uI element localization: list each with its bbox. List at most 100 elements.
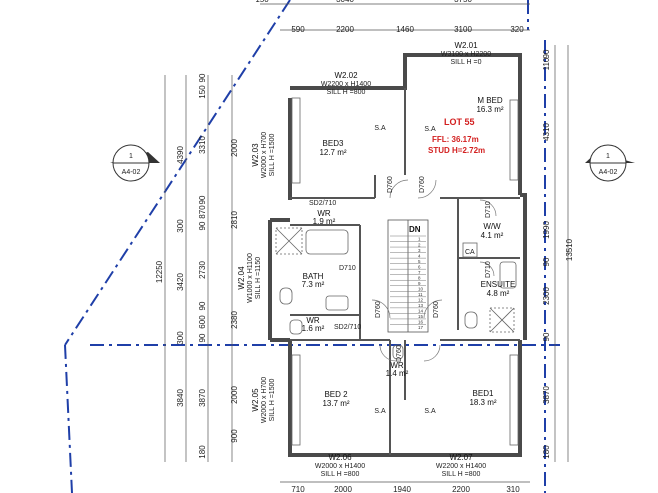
dim-right: 90 <box>542 332 551 341</box>
dim-left-mid: 90 <box>198 195 207 204</box>
dim-left-inner: 2380 <box>230 311 239 329</box>
smoke-alarm-label: S.A <box>374 408 386 415</box>
dim-top2: 590 <box>291 25 305 34</box>
site-boundary <box>64 0 560 493</box>
door-label: D710 <box>485 261 492 278</box>
smoke-alarm-label: S.A <box>424 408 436 415</box>
lot-ffl: FFL: 36.17m <box>432 135 479 144</box>
dim-left-mid: 180 <box>198 445 207 459</box>
dim-right: 90 <box>542 257 551 266</box>
door-labels: D760 D760 SD2/710 D710 D760 SD2/710 D760… <box>309 176 492 362</box>
dim-left-outer: 3420 <box>176 273 185 291</box>
dim-right: 180 <box>542 445 551 459</box>
stair-step-number: 5 <box>418 259 421 264</box>
room-bed3-area: 12.7 m² <box>319 148 346 157</box>
room-ensuite-name: ENSUITE <box>481 280 516 289</box>
door-label: D760 <box>433 301 440 318</box>
dim-left-inner: 2000 <box>230 139 239 157</box>
room-ensuite-area: 4.8 m² <box>487 289 510 298</box>
dim-left-inner: 2000 <box>230 386 239 404</box>
window-w202-sill: SILL H =800 <box>327 89 366 96</box>
window-w202-id: W2.02 <box>334 71 358 80</box>
section-marker-left-number: 1 <box>129 153 133 160</box>
stair-step-number: 10 <box>418 286 424 291</box>
dim-left-total: 12250 <box>155 260 164 283</box>
dim-right: 3870 <box>542 386 551 404</box>
interior-walls <box>290 88 520 455</box>
window-labels: W2.01 W3100 x H2200 SILL H =0 W2.02 W220… <box>315 41 491 478</box>
room-wr1-area: 1.9 m² <box>313 217 336 226</box>
dim-left-inner: 2810 <box>230 211 239 229</box>
dim-right: 1990 <box>542 221 551 239</box>
room-bed3-name: BED3 <box>323 139 344 148</box>
room-wiw-name: W/W <box>483 222 501 231</box>
window-w207-id: W2.07 <box>449 453 473 462</box>
dim-top2: 2200 <box>336 25 354 34</box>
window-w204-sill: SILL H =1150 <box>255 257 262 299</box>
dim-left-mid: 870 <box>198 205 207 219</box>
dim-top1: 3040 <box>336 0 354 4</box>
stair-step-number: 6 <box>418 264 421 269</box>
window-w205-size: W2000 x H700 <box>261 377 268 423</box>
stair-step-number: 13 <box>418 303 424 308</box>
smoke-alarm-label: S.A <box>374 125 386 132</box>
fixtures <box>275 97 519 446</box>
door-label: D760 <box>396 345 403 362</box>
window-w205-id: W2.05 <box>251 388 260 412</box>
stair-step-number: 3 <box>418 248 421 253</box>
dim-bottom: 310 <box>506 485 520 493</box>
stair-step-number: 9 <box>418 281 421 286</box>
window-w206-sill: SILL H =800 <box>321 471 360 478</box>
dim-right-total: 13510 <box>565 238 574 261</box>
room-bed1-name: BED1 <box>473 389 494 398</box>
section-marker-left-ref: A4-02 <box>122 169 141 176</box>
section-marker-right-number: 1 <box>606 153 610 160</box>
room-wr2-area: 1.6 m² <box>302 324 325 333</box>
door-label: D760 <box>387 176 394 193</box>
dim-bottom: 710 <box>291 485 305 493</box>
window-w206-id: W2.06 <box>328 453 352 462</box>
stair-step-number: 1 <box>418 237 421 242</box>
window-w204-size: W1000 x H1100 <box>247 253 254 303</box>
window-labels-vertical: W2.03 W2000 x H700 SILL H =1500 W2.04 W1… <box>237 132 276 423</box>
dim-top2: 3100 <box>454 25 472 34</box>
dim-left-outer: 3840 <box>176 389 185 407</box>
window-w201-size: W3100 x H2200 <box>441 51 491 58</box>
room-wr3-area: 1.4 m² <box>386 369 409 378</box>
room-bath-area: 7.3 m² <box>302 280 325 289</box>
lot-info: LOT 55 FFL: 36.17m STUD H=2.72m <box>428 117 485 155</box>
room-wr3-name: WR <box>390 361 404 370</box>
door-label: SD2/710 <box>309 200 336 207</box>
stair-step-number: 17 <box>418 325 424 330</box>
smoke-alarm-label: S.A <box>424 126 436 133</box>
dim-bottom: 1940 <box>393 485 411 493</box>
room-bed2-area: 13.7 m² <box>322 399 349 408</box>
smoke-alarms: S.A S.A S.A S.A <box>374 125 436 415</box>
room-labels: M BED 16.3 m² BED3 12.7 m² WR 1.9 m² BAT… <box>302 96 516 408</box>
dim-bottom: 2000 <box>334 485 352 493</box>
stair-step-number: 2 <box>418 242 421 247</box>
window-w207-sill: SILL H =800 <box>442 471 481 478</box>
dimension-texts-left: 12250 4390 300 3420 300 3840 90 150 3310… <box>155 73 239 459</box>
dim-left-mid: 90 <box>198 73 207 82</box>
section-marker-right: 1 A4-02 <box>585 144 635 182</box>
dim-left-mid: 90 <box>198 221 207 230</box>
room-bed1-area: 18.3 m² <box>469 398 496 407</box>
door-label: D710 <box>339 265 356 272</box>
room-wr2-name: WR <box>306 316 320 325</box>
lot-stud-height: STUD H=2.72m <box>428 146 485 155</box>
dim-left-outer: 4390 <box>176 146 185 164</box>
lot-title: LOT 55 <box>444 117 475 127</box>
dimension-lines <box>164 3 569 483</box>
stair-step-number: 4 <box>418 253 421 258</box>
dim-left-mid: 90 <box>198 333 207 342</box>
window-w202-size: W2200 x H1400 <box>321 81 371 88</box>
dim-right: 4310 <box>542 123 551 141</box>
room-mbed-name: M BED <box>477 96 503 105</box>
door-label: D760 <box>375 301 382 318</box>
door-label: D760 <box>419 176 426 193</box>
dim-left-outer: 300 <box>176 331 185 345</box>
window-w203-size: W2000 x H700 <box>261 132 268 178</box>
